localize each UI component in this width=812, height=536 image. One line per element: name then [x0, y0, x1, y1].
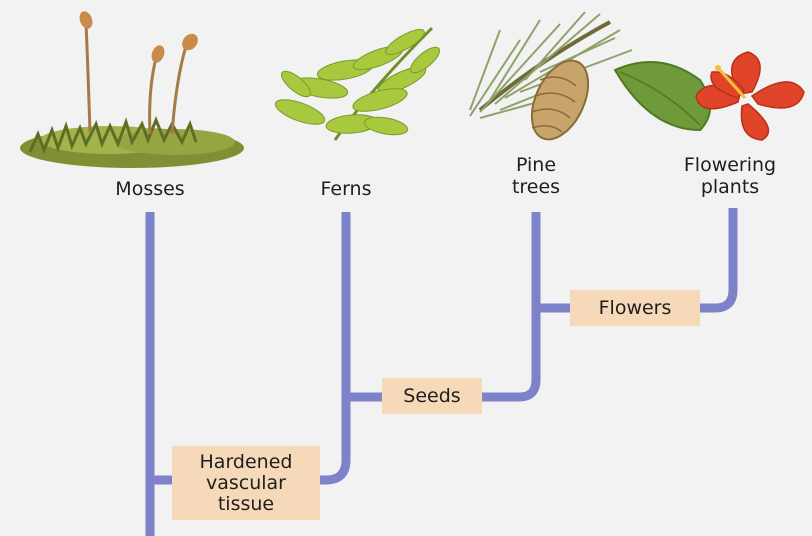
- trait-seeds: Seeds: [382, 378, 482, 414]
- taxon-label-pine-trees: Pine trees: [476, 154, 596, 198]
- trait-hardened-vascular-tissue: Hardened vascular tissue: [172, 446, 320, 520]
- taxon-label-mosses: Mosses: [90, 178, 210, 200]
- trait-flowers: Flowers: [570, 290, 700, 326]
- flower-illustration: [615, 52, 804, 140]
- pine-illustration: [470, 12, 632, 148]
- branch-ferns: [150, 212, 346, 480]
- fern-illustration: [272, 25, 443, 140]
- branch-pine-trees: [346, 212, 536, 397]
- taxon-label-ferns: Ferns: [286, 178, 406, 200]
- moss-illustration: [20, 9, 244, 168]
- taxon-label-flowering-plants: Flowering plants: [650, 154, 810, 198]
